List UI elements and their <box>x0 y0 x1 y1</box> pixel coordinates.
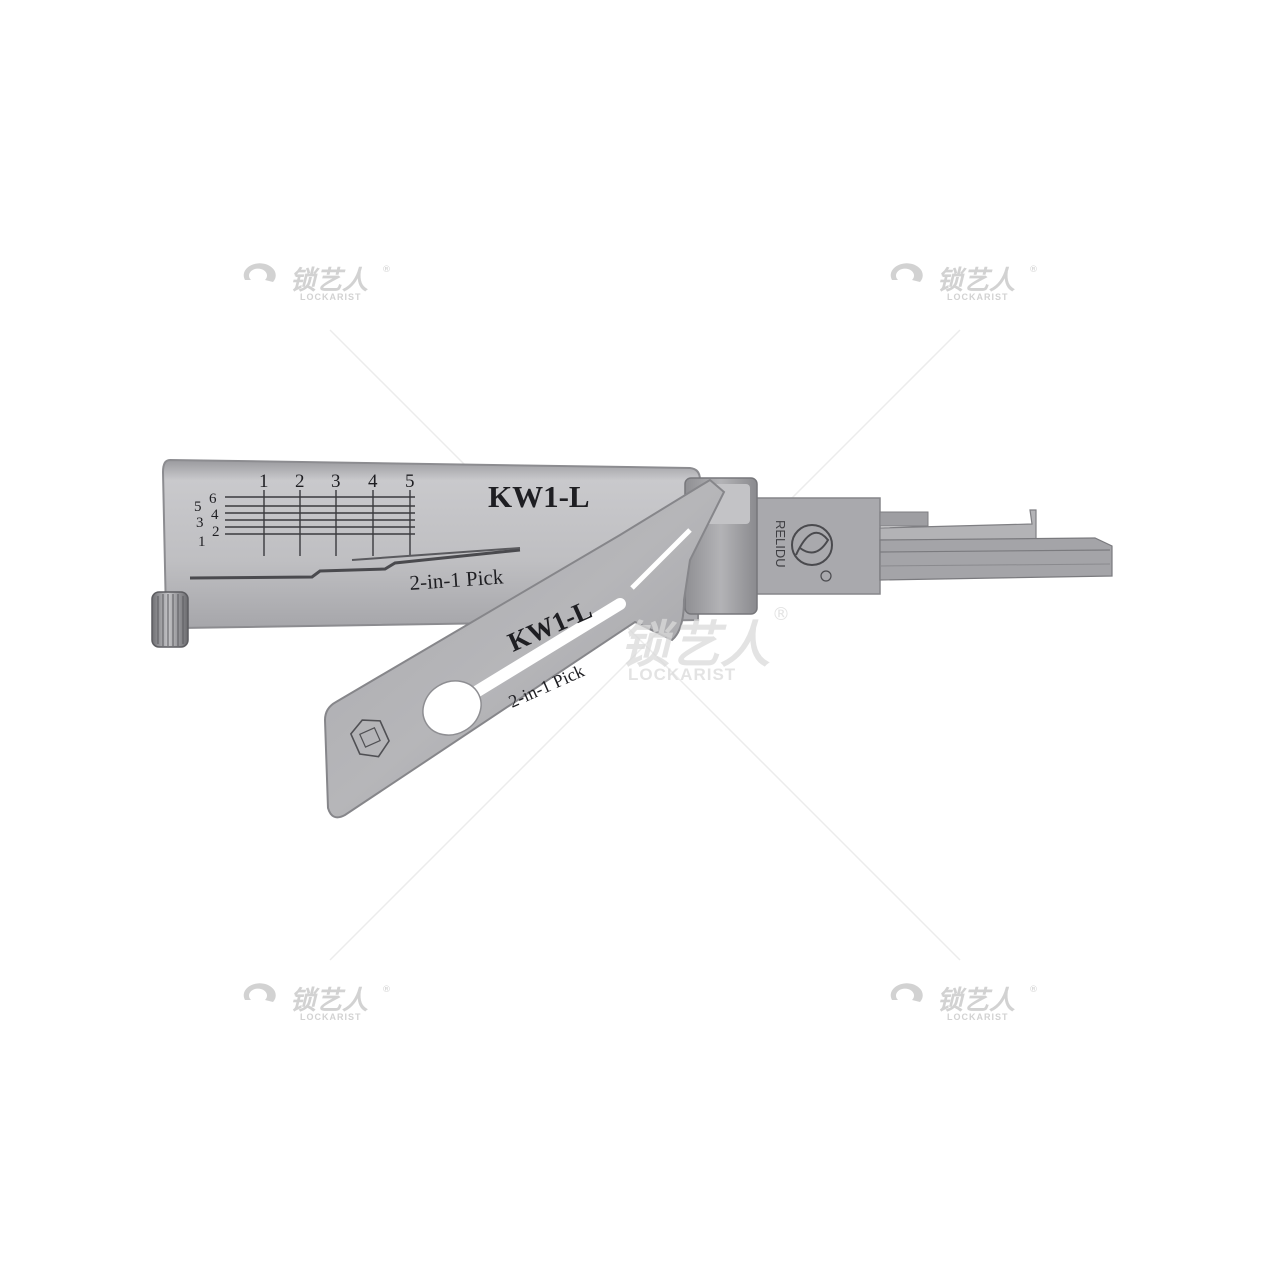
svg-text:LOCKARIST: LOCKARIST <box>300 1012 362 1022</box>
column-number-2: 2 <box>295 471 305 492</box>
svg-text:LOCKARIST: LOCKARIST <box>628 665 736 684</box>
column-number-4: 4 <box>368 471 378 492</box>
knurled-knob <box>151 591 189 648</box>
row-number-2: 2 <box>212 524 220 540</box>
svg-text:®: ® <box>1029 265 1038 275</box>
svg-text:锁艺人: 锁艺人 <box>937 986 1015 1016</box>
svg-text:锁艺人: 锁艺人 <box>290 986 368 1016</box>
svg-text:LOCKARIST: LOCKARIST <box>300 292 362 302</box>
watermark-top-left: 锁艺人 ® LOCKARIST <box>243 263 391 302</box>
row-number-3: 3 <box>196 515 204 531</box>
watermark-bottom-left: 锁艺人 ® LOCKARIST <box>243 983 391 1022</box>
svg-text:锁艺人: 锁艺人 <box>290 266 368 296</box>
row-number-4: 4 <box>211 507 219 523</box>
relidu-logo: RELIDU <box>773 520 833 582</box>
svg-text:LOCKARIST: LOCKARIST <box>947 1012 1009 1022</box>
svg-text:®: ® <box>1029 985 1038 995</box>
row-number-6: 6 <box>209 491 217 507</box>
watermark-lines <box>329 329 961 961</box>
column-number-5: 5 <box>405 471 415 492</box>
column-number-1: 1 <box>259 471 269 492</box>
svg-text:锁艺人: 锁艺人 <box>937 266 1015 296</box>
svg-text:®: ® <box>772 604 790 625</box>
pick-groove <box>189 548 521 580</box>
depth-grid <box>225 490 415 556</box>
upper-model-label: KW1-L <box>488 479 590 514</box>
watermark-bottom-right: 锁艺人 ® LOCKARIST <box>890 983 1038 1022</box>
watermark-center: 锁艺人 ® LOCKARIST <box>620 604 790 684</box>
row-number-5: 5 <box>194 499 202 515</box>
shaft-assembly: RELIDU <box>749 497 1113 595</box>
svg-text:锁艺人: 锁艺人 <box>620 616 770 674</box>
watermark-top-right: 锁艺人 ® LOCKARIST <box>890 263 1038 302</box>
shield-emblem-icon <box>349 719 390 758</box>
svg-text:LOCKARIST: LOCKARIST <box>947 292 1009 302</box>
svg-text:®: ® <box>382 265 391 275</box>
head-brand-text: RELIDU <box>773 520 788 568</box>
column-number-3: 3 <box>331 471 341 492</box>
row-number-1: 1 <box>198 534 206 550</box>
svg-text:®: ® <box>382 985 391 995</box>
